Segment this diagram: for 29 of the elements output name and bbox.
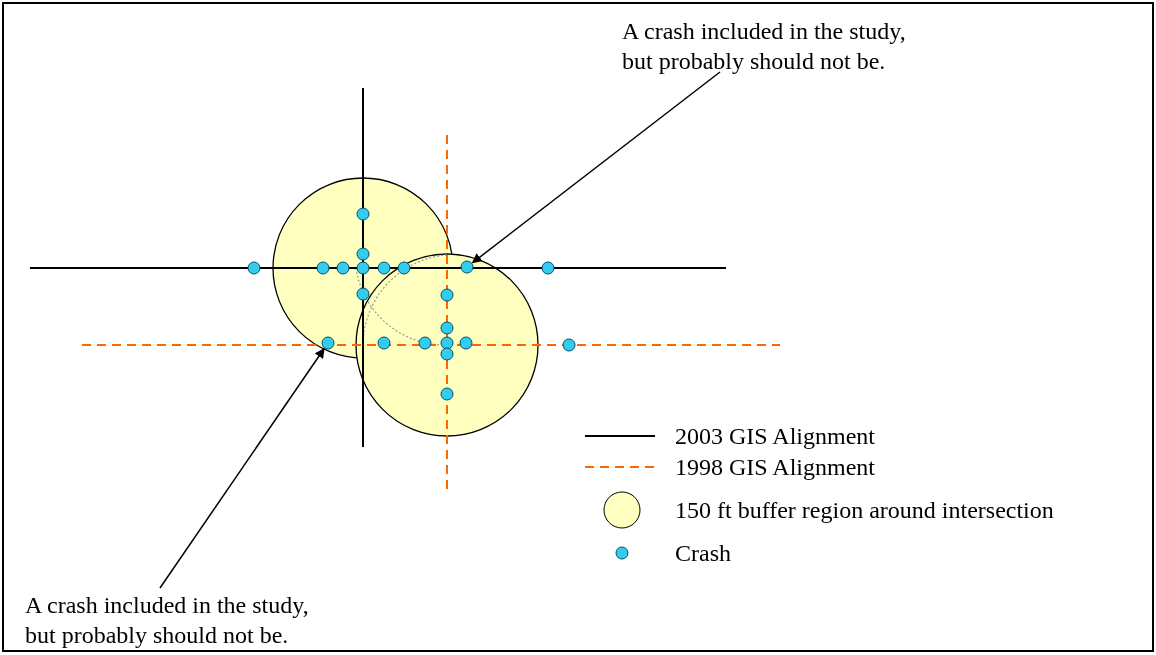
- callout-text: A crash included in the study, but probably should not be.: [25, 591, 310, 650]
- crash-dot: [541, 261, 555, 275]
- crash-dot: [316, 261, 330, 275]
- crash-dot: [377, 261, 391, 275]
- crash-dot: [440, 336, 454, 350]
- crash-dot: [247, 261, 261, 275]
- crash-dot: [377, 336, 391, 350]
- arrow: [471, 71, 721, 264]
- legend-text: 150 ft buffer region around intersection: [675, 496, 1054, 525]
- crash-dot: [356, 207, 370, 221]
- crash-dot: [418, 336, 432, 350]
- crash-dot: [336, 261, 350, 275]
- crash-dot: [460, 260, 474, 274]
- crash-dot: [440, 321, 454, 335]
- crash-dot: [562, 338, 576, 352]
- arrow: [159, 347, 325, 589]
- crash-dot: [440, 387, 454, 401]
- crash-dot: [440, 288, 454, 302]
- legend-text: 2003 GIS Alignment: [675, 422, 875, 451]
- crash-dot: [356, 287, 370, 301]
- crash-dot: [356, 247, 370, 261]
- legend-text: 1998 GIS Alignment: [675, 453, 875, 482]
- callout-text: A crash included in the study, but probably should not be.: [622, 17, 907, 76]
- crash-dot: [459, 336, 473, 350]
- crash-dot: [440, 347, 454, 361]
- legend-text: Crash: [675, 539, 731, 568]
- crash-dot: [321, 336, 335, 350]
- crash-dot: [356, 261, 370, 275]
- crash-dot: [397, 261, 411, 275]
